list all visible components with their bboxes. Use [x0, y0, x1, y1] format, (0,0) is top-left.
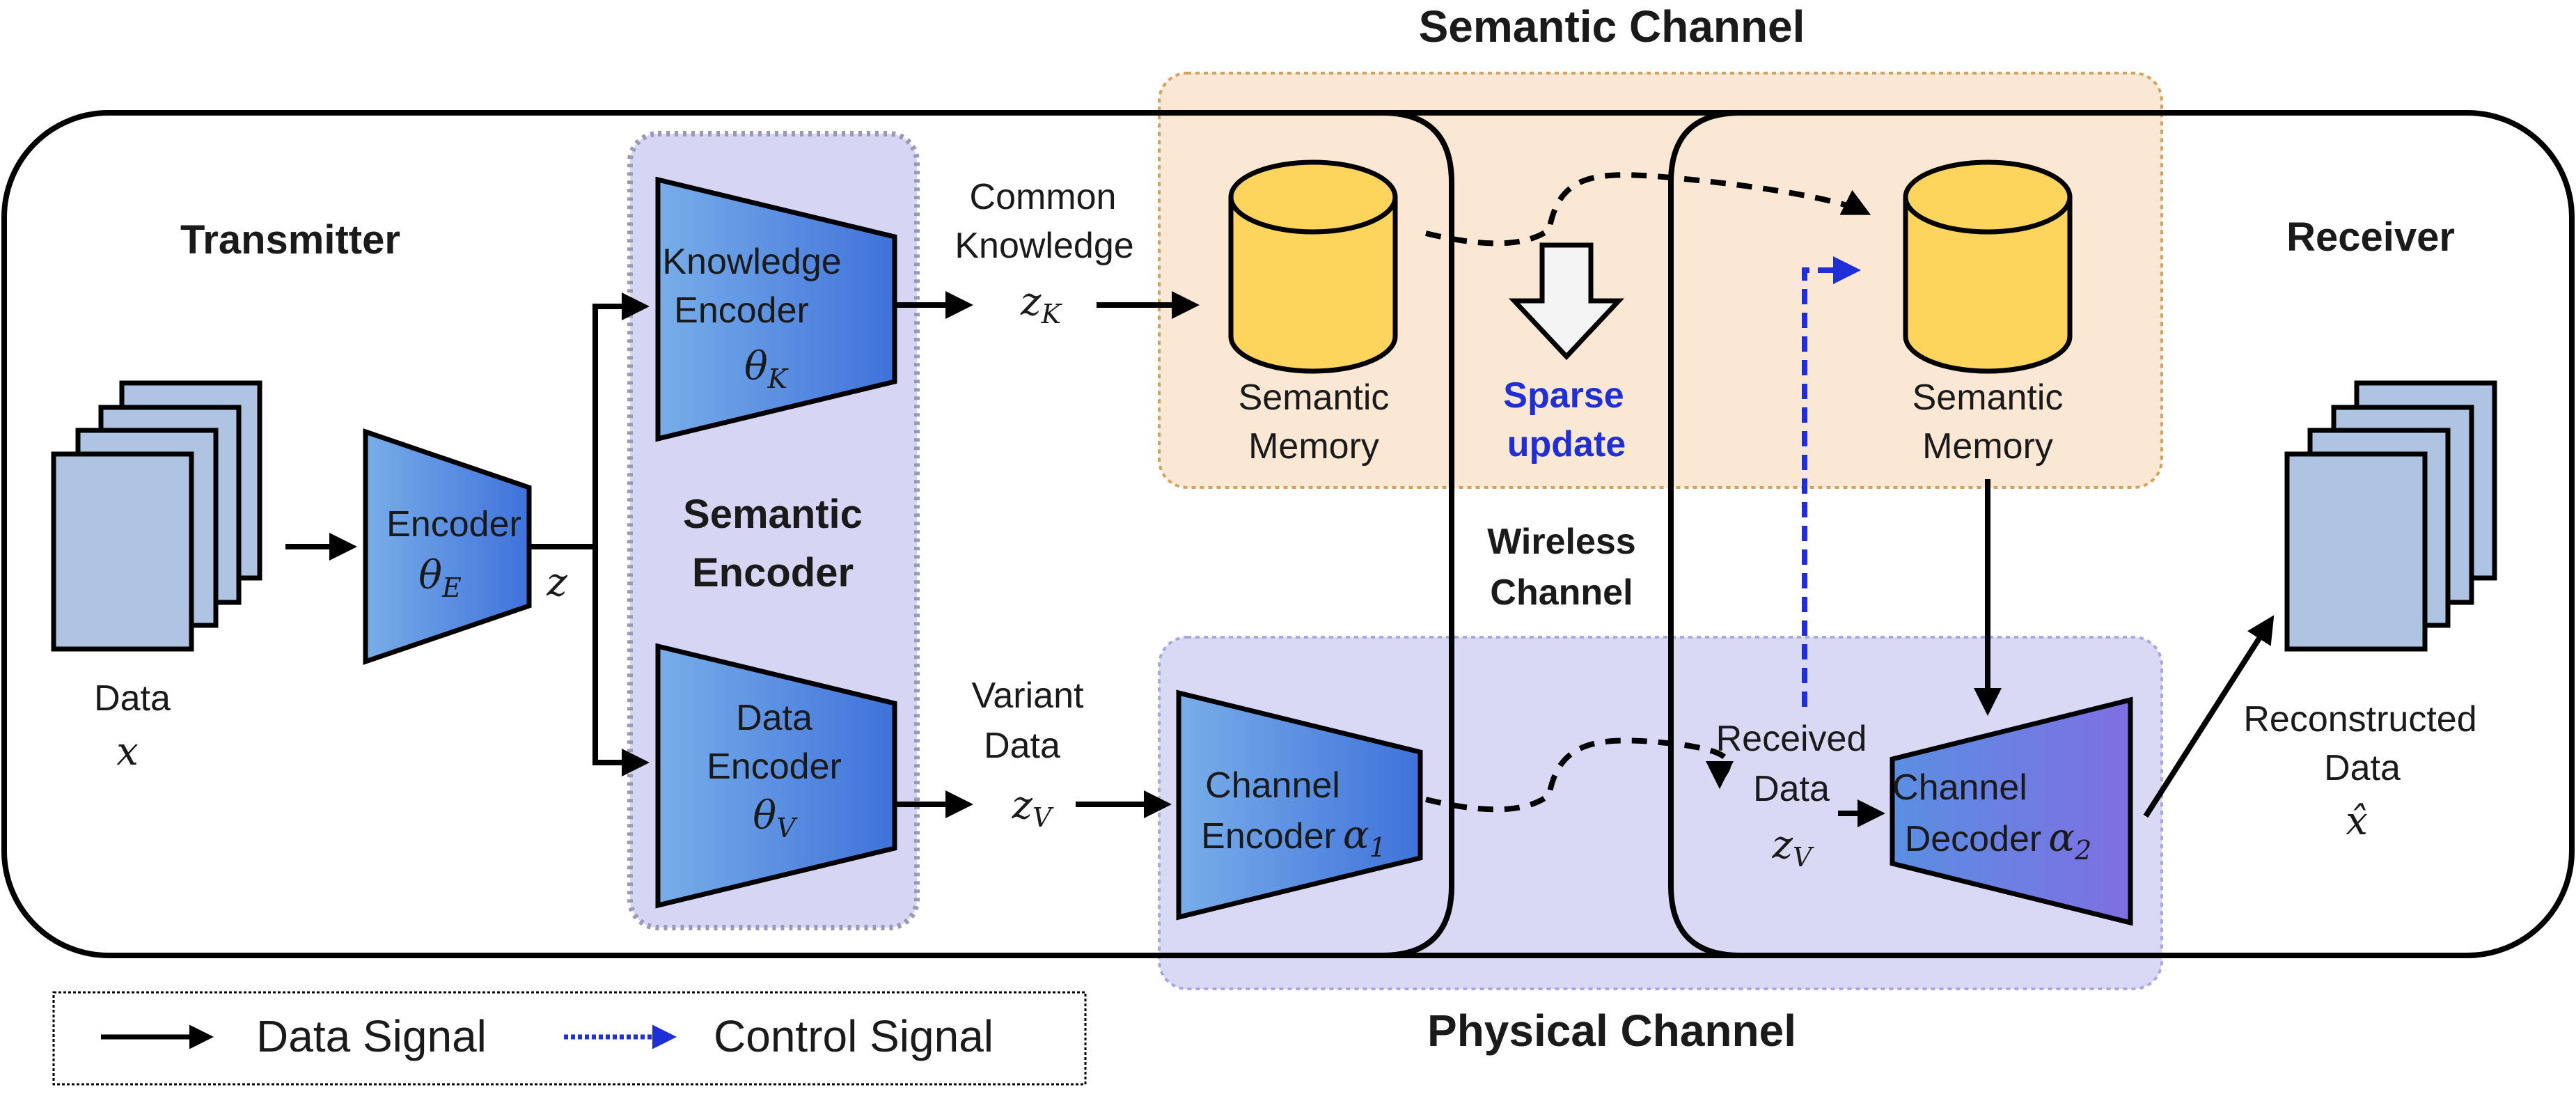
variant-data-label-line2: Data: [984, 726, 1060, 766]
receiver-boundary: [1668, 110, 1741, 958]
zv-label: zV: [1012, 783, 1055, 833]
sparse-update-arrow: [1508, 242, 1625, 361]
semantic-memory-rx-line2: Memory: [1922, 426, 2053, 467]
data-encoder-label-line1: Data: [736, 698, 812, 738]
knowledge-encoder-label-line1: Knowledge: [662, 242, 841, 282]
semantic-memory-tx: [1228, 159, 1398, 374]
common-knowledge-label-line2: Knowledge: [955, 226, 1133, 266]
received-data-label-line1: Received: [1716, 719, 1867, 759]
legend-control-signal-label: Control Signal: [714, 1011, 994, 1061]
wireless-dashed-arrow: [1425, 737, 1734, 813]
wireless-channel-title-line2: Channel: [1490, 572, 1633, 613]
data-encoder-param: θV: [753, 793, 798, 843]
decoder-to-output-arrow: [2143, 615, 2275, 818]
common-knowledge-label-line1: Common: [970, 177, 1117, 217]
input-data-stack: [51, 380, 262, 652]
knowledge-encoder-param: θK: [744, 344, 790, 394]
semantic-encoder-title-line2: Encoder: [692, 550, 854, 595]
encoder-output-z: z: [546, 560, 567, 605]
sparse-update-label-line2: update: [1507, 424, 1626, 464]
split-to-data-arrow: [592, 547, 650, 776]
output-data-var: x̂: [2346, 799, 2368, 844]
semantic-channel-title: Semantic Channel: [1419, 1, 1805, 52]
channel-decoder-block: [1890, 696, 2133, 926]
output-data-stack: [2284, 380, 2497, 652]
zv-rx-label: zV: [1772, 822, 1815, 873]
encoder-block: [363, 428, 532, 665]
output-data-label-line1: Reconstructed: [2243, 699, 2476, 740]
input-data-label: Data: [94, 678, 171, 719]
received-data-label-line2: Data: [1753, 769, 1830, 809]
sparse-update-label-line1: Sparse: [1503, 375, 1624, 416]
transmitter-boundary: [912, 110, 1454, 958]
channel-decoder-label-line1: Channel: [1892, 767, 2027, 808]
legend-box: [52, 991, 1087, 1086]
variant-data-label-line1: Variant: [972, 675, 1084, 716]
transmitter-title: Transmitter: [180, 217, 400, 263]
encoder-param: θE: [418, 553, 462, 603]
control-signal-arrow: [1802, 256, 1861, 707]
memory-sync-dashed-arrow: [1425, 172, 1871, 247]
wireless-channel-title-line1: Wireless: [1487, 522, 1635, 562]
split-to-knowledge-arrow: [592, 292, 650, 547]
receiver-title: Receiver: [2286, 214, 2455, 260]
zk-label: zK: [1020, 279, 1063, 329]
data-encoder-block: [655, 643, 897, 909]
channel-encoder-label-line1: Channel: [1205, 765, 1340, 806]
knowledge-encoder-label-line2: Encoder: [674, 290, 809, 331]
legend-data-signal-label: Data Signal: [256, 1011, 487, 1061]
physical-channel-title: Physical Channel: [1427, 1006, 1796, 1056]
channel-encoder-block: [1176, 689, 1423, 921]
semantic-memory-rx: [1903, 159, 2073, 374]
semantic-memory-rx-line1: Semantic: [1913, 377, 2064, 418]
semantic-channel-region: [1158, 72, 2163, 489]
semantic-memory-tx-line1: Semantic: [1239, 377, 1390, 418]
semantic-encoder-title-line1: Semantic: [683, 492, 863, 537]
output-data-label-line2: Data: [2324, 748, 2401, 788]
semantic-memory-tx-line2: Memory: [1248, 426, 1379, 467]
encoder-label: Encoder: [386, 504, 521, 545]
input-data-var: x: [116, 729, 139, 774]
data-encoder-label-line2: Encoder: [707, 747, 842, 787]
knowledge-encoder-block: [655, 176, 897, 442]
